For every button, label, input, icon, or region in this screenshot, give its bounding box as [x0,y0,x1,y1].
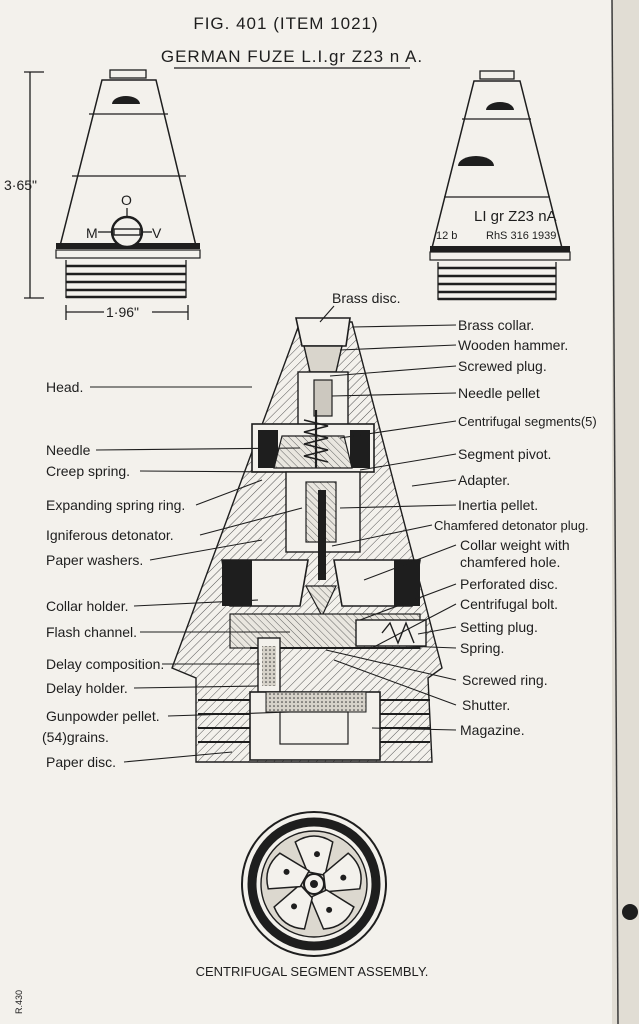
label-gunpowder-pellet: Gunpowder pellet. [46,708,160,724]
centrifugal-segment-assembly [241,811,387,957]
height-dimension: 3·65" [4,177,37,193]
centrifugal-segment [294,835,334,877]
segment-pivot-pin [326,906,333,913]
leader-lines [90,305,457,763]
label-paper-washers: Paper washers. [46,552,143,568]
right-exterior-view: LI gr Z23 nA 12 b RhS 316 1939 [429,70,571,301]
label-perforated-disc: Perforated disc. [460,576,558,592]
width-dimension: 1·96" [106,304,139,320]
left-exterior-view: 3·65" O M V 1· [4,69,201,320]
centrifugal-segments [266,835,362,930]
binder-hole [622,904,638,920]
fuze-name: GERMAN FUZE L.I.gr Z23 n A. [161,47,423,66]
segment-pivot-pin [313,851,320,858]
labels-right: Brass collar. Wooden hammer. Screwed plu… [434,317,597,738]
segment-pivot-pin [283,868,290,875]
label-delay-holder: Delay holder. [46,680,128,696]
label-chamfered-hole: chamfered hole. [460,554,560,570]
bottom-caption: CENTRIFUGAL SEGMENT ASSEMBLY. [196,964,429,979]
label-segment-pivot: Segment pivot. [458,446,551,462]
label-centrifugal-segments: Centrifugal segments(5) [458,414,597,429]
label-setting-plug: Setting plug. [460,619,538,635]
label-igniferous-detonator: Igniferous detonator. [46,527,174,543]
label-magazine: Magazine. [460,722,525,738]
label-collar-weight: Collar weight with [460,537,570,553]
page-edge-shadow [612,0,639,1024]
label-expanding-spring-ring: Expanding spring ring. [46,497,185,513]
label-spring: Spring. [460,640,504,656]
label-brass-disc: Brass disc. [332,290,400,306]
label-wooden-hammer: Wooden hammer. [458,337,568,353]
segment-pivot-pin [291,903,298,910]
page-edge-line [611,0,619,1024]
label-collar-holder: Collar holder. [46,598,129,614]
marking-left: 12 b [436,230,457,242]
label-head: Head. [46,379,83,395]
marking-main: LI gr Z23 nA [474,208,557,225]
dial-label-m: M [86,225,98,241]
sectional-view [171,317,443,763]
label-shutter: Shutter. [462,697,510,713]
label-grains: (54)grains. [42,729,109,745]
label-centrifugal-bolt: Centrifugal bolt. [460,596,558,612]
label-brass-collar: Brass collar. [458,317,534,333]
figure-title: FIG. 401 (ITEM 1021) [193,14,378,33]
label-screwed-plug: Screwed plug. [458,358,547,374]
label-delay-composition: Delay composition. [46,656,164,672]
label-adapter: Adapter. [458,472,510,488]
margin-note: R.430 [14,990,24,1014]
dial-label-v: V [152,225,162,241]
label-inertia-pellet: Inertia pellet. [458,497,538,513]
labels-left: Head. Needle Creep spring. Expanding spr… [42,379,185,770]
label-chamfered-detonator-plug: Chamfered detonator plug. [434,518,589,533]
dial-label-o: O [121,192,132,208]
label-needle-pellet: Needle pellet [458,385,540,401]
label-needle: Needle [46,442,91,458]
label-flash-channel: Flash channel. [46,624,137,640]
label-screwed-ring: Screwed ring. [462,672,548,688]
marking-right: RhS 316 1939 [486,230,556,242]
label-paper-disc: Paper disc. [46,754,116,770]
label-creep-spring: Creep spring. [46,463,130,479]
segment-pivot-pin [340,874,347,881]
centrifugal-segment [322,852,362,893]
